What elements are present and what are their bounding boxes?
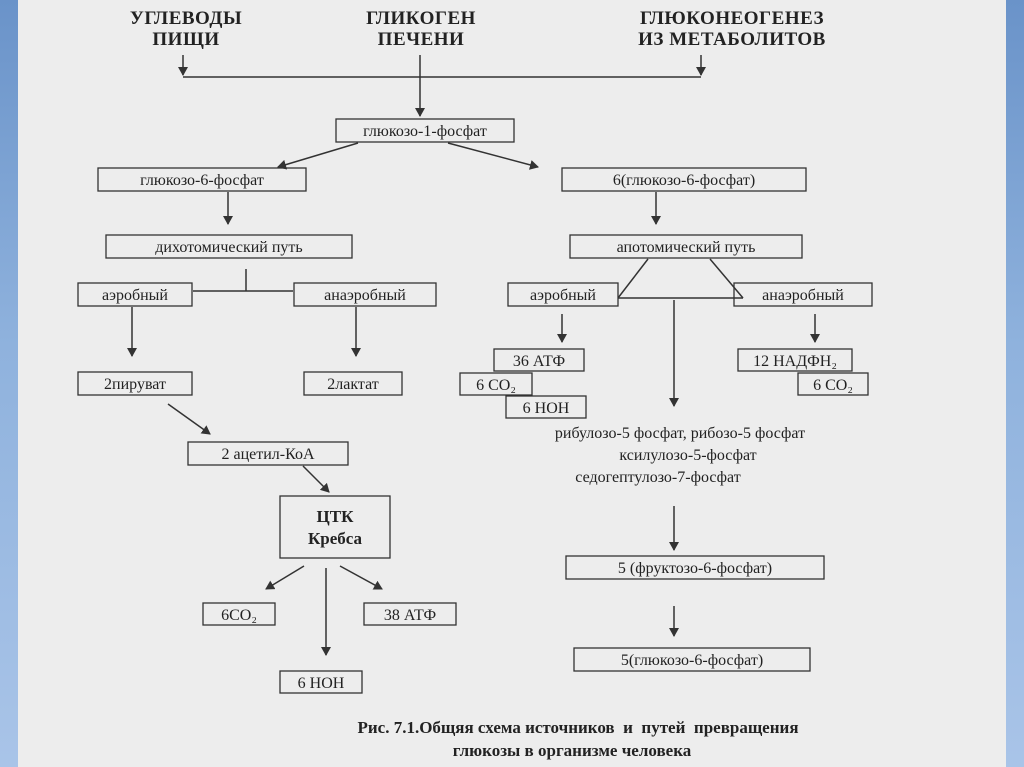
g6p-label: глюкозо-6-фосфат: [140, 172, 264, 189]
arrow-tca-atp: [339, 565, 383, 590]
g6p6-box: [561, 167, 807, 192]
aerobic-left-label: аэробный: [102, 287, 168, 304]
anaerobic-right-label: анаэробный: [762, 287, 844, 304]
nadph12-label: 12 НАДФН₂: [753, 353, 837, 370]
hoh-6a-box: [505, 395, 587, 419]
hoh-6b-label: 6 НОН: [298, 675, 345, 692]
g6p-box: [97, 167, 307, 192]
pyruvate-box: [77, 371, 193, 396]
f6p5-label: 5 (фруктозо-6-фосфат): [618, 560, 772, 577]
pentoses-line3: седогептулозо-7-фосфат: [575, 469, 740, 486]
caption-line1: Рис. 7.1.Общяя схема источников и путей …: [357, 718, 798, 737]
co2-6c-box: [202, 602, 276, 626]
pyruvate-label: 2пируват: [104, 376, 166, 393]
arrow-g1p-right: [447, 142, 539, 170]
dichotomic-label: дихотомический путь: [155, 239, 302, 256]
glucose-pathways-diagram: УГЛЕВОДЫ ПИЩИ ГЛИКОГЕН ПЕЧЕНИ ГЛЮКОНЕОГЕ…: [77, 8, 873, 760]
g6p6-label: 6(глюкозо-6-фосфат): [613, 172, 755, 189]
f6p5-box: [565, 555, 825, 580]
source-food-carbs-line1: УГЛЕВОДЫ: [130, 8, 242, 29]
caption-line2: глюкозы в организме человека: [453, 741, 692, 760]
tca-box: [279, 495, 391, 559]
atp38-box: [363, 602, 457, 626]
apotomic-box: [569, 234, 803, 259]
anaerobic-left-box: [293, 282, 437, 307]
tca-label-line1: ЦТК: [317, 507, 355, 526]
tca-label-line2: Кребса: [308, 529, 363, 548]
aerobic-right-box: [507, 282, 619, 307]
pentoses-line2: ксилулозо-5-фосфат: [619, 447, 756, 464]
arrow-acetylcoa-tca: [302, 465, 330, 493]
aerobic-right-label: аэробный: [530, 287, 596, 304]
apotomic-fork-left: [617, 258, 649, 299]
arrow-g1p-left: [277, 142, 359, 170]
atp38-label: 38 АТФ: [384, 607, 436, 624]
hoh-6a-label: 6 НОН: [523, 400, 570, 417]
nadph12-box: [737, 348, 853, 372]
acetylcoa-label: 2 ацетил-КоА: [221, 446, 315, 463]
atp36-box: [493, 348, 585, 372]
co2-6a-label: 6 CO₂: [476, 377, 516, 394]
source-liver-glycogen-line2: ПЕЧЕНИ: [378, 29, 465, 50]
dichotomic-box: [105, 234, 353, 259]
co2-6c-label: 6CO₂: [221, 607, 257, 624]
anaerobic-left-label: анаэробный: [324, 287, 406, 304]
g1p-label: глюкозо-1-фосфат: [363, 123, 487, 140]
arrow-tca-co2: [265, 565, 305, 590]
apotomic-fork-right: [709, 258, 744, 299]
apotomic-label: апотомический путь: [617, 239, 756, 256]
co2-6b-label: 6 CO₂: [813, 377, 853, 394]
g6p5-box: [573, 647, 811, 672]
source-gluconeogenesis-line2: ИЗ МЕТАБОЛИТОВ: [638, 29, 826, 50]
arrow-pyruvate-acetylcoa: [167, 403, 211, 435]
pentoses-line1: рибулозо-5 фосфат, рибозо-5 фосфат: [555, 425, 805, 442]
co2-6b-box: [797, 372, 869, 396]
atp36-label: 36 АТФ: [513, 353, 565, 370]
aerobic-left-box: [77, 282, 193, 307]
source-liver-glycogen-line1: ГЛИКОГЕН: [366, 8, 476, 29]
acetylcoa-box: [187, 441, 349, 466]
hoh-6b-box: [279, 670, 363, 694]
anaerobic-right-box: [733, 282, 873, 307]
lactate-label: 2лактат: [327, 376, 379, 393]
co2-6a-box: [459, 372, 533, 396]
source-gluconeogenesis-line1: ГЛЮКОНЕОГЕНЕЗ: [640, 8, 824, 29]
source-food-carbs-line2: ПИЩИ: [152, 29, 219, 50]
g1p-box: [335, 118, 515, 143]
slide: УГЛЕВОДЫ ПИЩИ ГЛИКОГЕН ПЕЧЕНИ ГЛЮКОНЕОГЕ…: [18, 0, 1006, 767]
lactate-box: [303, 371, 403, 396]
g6p5-label: 5(глюкозо-6-фосфат): [621, 652, 763, 669]
